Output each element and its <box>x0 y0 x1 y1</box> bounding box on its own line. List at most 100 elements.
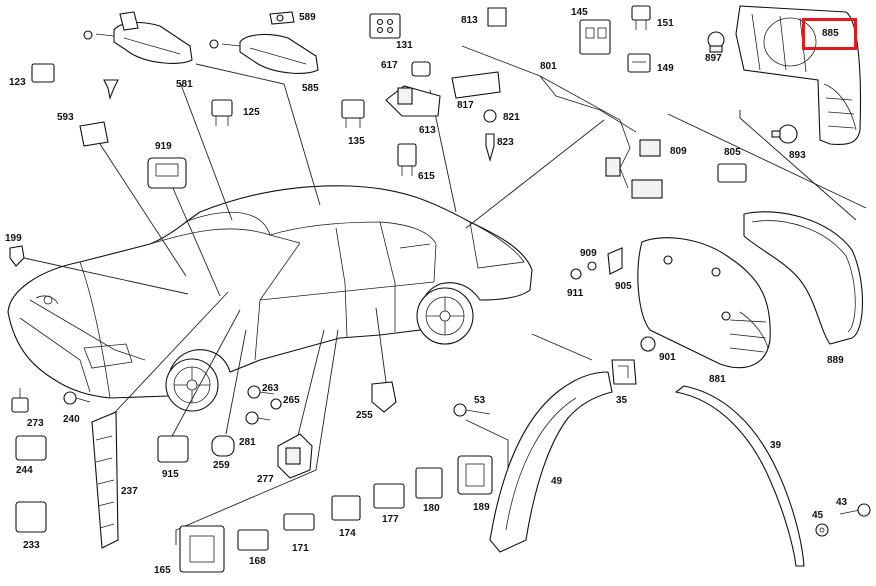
part-823-screw[interactable] <box>485 133 495 163</box>
label-909[interactable]: 909 <box>580 248 597 259</box>
label-123[interactable]: 123 <box>9 77 26 88</box>
part-259-grommet[interactable] <box>211 435 235 457</box>
label-43[interactable]: 43 <box>836 497 848 508</box>
part-174-connector[interactable] <box>331 495 361 521</box>
part-893-bulb[interactable] <box>771 124 798 144</box>
label-125[interactable]: 125 <box>243 107 260 118</box>
part-909-washer[interactable] <box>587 261 597 271</box>
part-180-connector[interactable] <box>415 467 443 499</box>
label-174[interactable]: 174 <box>339 528 356 539</box>
label-817[interactable]: 817 <box>457 100 474 111</box>
label-240[interactable]: 240 <box>63 414 80 425</box>
part-881-taillight-unit[interactable] <box>637 237 771 369</box>
part-585-courtesy-lamp[interactable] <box>209 33 319 74</box>
part-240-screw[interactable] <box>63 391 91 405</box>
part-277-lamp-base[interactable] <box>277 433 313 479</box>
label-823[interactable]: 823 <box>497 137 514 148</box>
part-885-taillight-housing[interactable] <box>735 5 862 146</box>
label-589[interactable]: 589 <box>299 12 316 23</box>
part-125-plug[interactable] <box>211 99 233 126</box>
part-915-relay[interactable] <box>157 435 189 463</box>
label-263[interactable]: 263 <box>262 383 279 394</box>
label-135[interactable]: 135 <box>348 136 365 147</box>
part-244-relay[interactable] <box>15 435 47 461</box>
label-145[interactable]: 145 <box>571 7 588 18</box>
label-813[interactable]: 813 <box>461 15 478 26</box>
part-897-bulb[interactable] <box>707 31 725 53</box>
label-255[interactable]: 255 <box>356 410 373 421</box>
label-615[interactable]: 615 <box>418 171 435 182</box>
part-901-grommet[interactable] <box>640 336 656 352</box>
part-clip-small[interactable] <box>103 79 119 100</box>
label-915[interactable]: 915 <box>162 469 179 480</box>
part-177-connector[interactable] <box>373 483 405 509</box>
part-39-arch-trim[interactable] <box>674 385 805 567</box>
label-885[interactable]: 885 <box>822 28 839 39</box>
label-277[interactable]: 277 <box>257 474 274 485</box>
label-149[interactable]: 149 <box>657 63 674 74</box>
label-233[interactable]: 233 <box>23 540 40 551</box>
label-881[interactable]: 881 <box>709 374 726 385</box>
label-244[interactable]: 244 <box>16 465 33 476</box>
label-919[interactable]: 919 <box>155 141 172 152</box>
part-263-screw[interactable] <box>247 385 275 399</box>
part-265-washer[interactable] <box>270 398 282 410</box>
label-585[interactable]: 585 <box>302 83 319 94</box>
label-165[interactable]: 165 <box>154 565 171 576</box>
part-615-switch[interactable] <box>397 143 417 176</box>
part-801-wiring-harness[interactable] <box>461 45 663 199</box>
label-593[interactable]: 593 <box>57 112 74 123</box>
label-613[interactable]: 613 <box>419 125 436 136</box>
part-919-lamp[interactable] <box>147 157 187 189</box>
label-805[interactable]: 805 <box>724 147 741 158</box>
part-149-plug[interactable] <box>627 53 651 73</box>
part-617-bulb[interactable] <box>411 61 431 77</box>
label-265[interactable]: 265 <box>283 395 300 406</box>
label-237[interactable]: 237 <box>121 486 138 497</box>
part-237-fuse-strip[interactable] <box>91 411 119 549</box>
part-35-clip[interactable] <box>611 359 637 385</box>
part-889-gasket[interactable] <box>743 211 864 345</box>
part-589-bulb[interactable] <box>269 11 295 25</box>
part-911-nut[interactable] <box>570 268 582 280</box>
part-49-wheel-arch-liner[interactable] <box>489 371 613 553</box>
part-43-screw[interactable] <box>839 503 871 517</box>
part-45-washer[interactable] <box>815 523 829 537</box>
label-901[interactable]: 901 <box>659 352 676 363</box>
label-897[interactable]: 897 <box>705 53 722 64</box>
label-821[interactable]: 821 <box>503 112 520 123</box>
label-39[interactable]: 39 <box>770 440 782 451</box>
label-171[interactable]: 171 <box>292 543 309 554</box>
part-171-connector[interactable] <box>283 513 315 531</box>
part-199-clip[interactable] <box>9 245 25 267</box>
label-617[interactable]: 617 <box>381 60 398 71</box>
part-165-connector[interactable] <box>179 525 225 573</box>
label-49[interactable]: 49 <box>551 476 563 487</box>
part-813-bulb[interactable] <box>487 7 507 27</box>
part-189-connector[interactable] <box>457 455 493 495</box>
part-168-connector[interactable] <box>237 529 269 551</box>
label-911[interactable]: 911 <box>567 288 584 299</box>
part-131-connector[interactable] <box>369 13 401 39</box>
label-151[interactable]: 151 <box>657 18 674 29</box>
label-199[interactable]: 199 <box>5 233 22 244</box>
label-180[interactable]: 180 <box>423 503 440 514</box>
part-593-switch[interactable] <box>79 121 109 147</box>
part-123-plug[interactable] <box>31 63 55 83</box>
part-613-switch[interactable] <box>385 85 441 117</box>
part-255-clip[interactable] <box>371 381 397 413</box>
part-821-washer[interactable] <box>483 109 497 123</box>
label-45[interactable]: 45 <box>812 510 824 521</box>
label-259[interactable]: 259 <box>213 460 230 471</box>
part-53-screw[interactable] <box>453 403 491 417</box>
part-151-plug[interactable] <box>631 5 651 30</box>
label-53[interactable]: 53 <box>474 395 486 406</box>
label-809[interactable]: 809 <box>670 146 687 157</box>
label-801[interactable]: 801 <box>540 61 557 72</box>
label-189[interactable]: 189 <box>473 502 490 513</box>
part-233-relay[interactable] <box>15 501 47 533</box>
part-805-connector[interactable] <box>717 163 747 183</box>
part-135-plug[interactable] <box>341 99 365 128</box>
label-581[interactable]: 581 <box>176 79 193 90</box>
label-273[interactable]: 273 <box>27 418 44 429</box>
